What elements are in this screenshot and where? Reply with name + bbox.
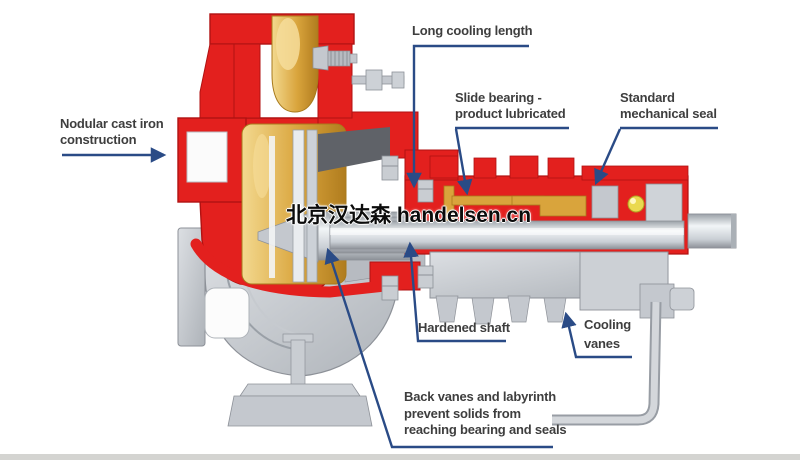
cover-bolt — [381, 275, 399, 301]
cooling-vane — [507, 295, 531, 323]
label-cooling-vanes: Cooling vanes — [584, 315, 631, 353]
label-line: Long cooling length — [412, 23, 533, 38]
label-line: Hardened shaft — [418, 320, 510, 335]
label-line: product lubricated — [455, 105, 566, 121]
bolts — [312, 45, 434, 301]
leader-lines — [62, 44, 718, 449]
label-line: construction — [60, 131, 137, 147]
pedestal-plate — [239, 383, 361, 397]
arrow-long-cooling-length — [406, 44, 529, 189]
drain-nub — [669, 287, 695, 311]
label-line: Back vanes and labyrinth — [404, 389, 556, 404]
label-standard-mechanical-seal: Standard mechanical seal — [620, 90, 717, 121]
volute-cutaway-window — [204, 287, 250, 339]
support-bracket-pipe — [552, 301, 662, 426]
cooling-fin — [547, 157, 575, 179]
grease-ball — [627, 195, 645, 213]
label-line: mechanical seal — [620, 105, 717, 121]
pedestal-base — [227, 395, 373, 427]
cooling-fin — [509, 155, 539, 179]
label-hardened-shaft: Hardened shaft — [418, 320, 510, 336]
impeller-blade-line — [269, 136, 275, 278]
casing-cover-flange — [177, 227, 206, 347]
shaft-coupling-end — [687, 213, 737, 249]
suction-flange-window — [186, 131, 228, 183]
impeller-shroud — [292, 129, 305, 283]
label-nodular-cast-iron: Nodular cast iron construction — [60, 116, 164, 147]
cooling-housing — [429, 251, 695, 325]
support-bracket-dark — [318, 127, 390, 172]
label-line: Nodular cast iron — [60, 116, 164, 131]
bottom-edge-strip — [0, 454, 800, 460]
label-long-cooling-length: Long cooling length — [412, 23, 533, 39]
arrow-mech-seal — [594, 128, 622, 186]
cooling-vane — [543, 297, 567, 323]
label-line: vanes — [584, 336, 620, 351]
cover-bolt — [381, 155, 399, 181]
arrow-cooling-vanes — [561, 311, 632, 359]
label-line: Standard — [620, 90, 675, 105]
arrow-hardened-shaft — [403, 241, 506, 343]
arrow-back-vanes — [324, 247, 553, 449]
cooling-fin — [429, 155, 459, 179]
arrow-slide-bearing — [454, 128, 473, 196]
label-line: Cooling — [584, 317, 631, 332]
label-slide-bearing: Slide bearing - product lubricated — [455, 90, 566, 121]
label-line: reaching bearing and seals — [404, 422, 567, 437]
label-back-vanes: Back vanes and labyrinth prevent solids … — [404, 389, 567, 439]
label-line: Slide bearing - — [455, 90, 542, 105]
shaft — [329, 213, 737, 254]
slide-bearing-internals — [443, 183, 683, 223]
mechanical-seal-block — [591, 185, 619, 219]
bearing-block — [645, 183, 683, 223]
vent-plug-bolt — [312, 45, 329, 71]
cooling-vane — [471, 297, 495, 325]
cooling-fin — [473, 157, 497, 179]
label-line: prevent solids from — [404, 405, 521, 421]
cooling-vane — [435, 295, 459, 323]
cover-bolt — [417, 265, 434, 289]
watermark-text: 北京汉达森 handelsen.cn — [286, 204, 532, 227]
